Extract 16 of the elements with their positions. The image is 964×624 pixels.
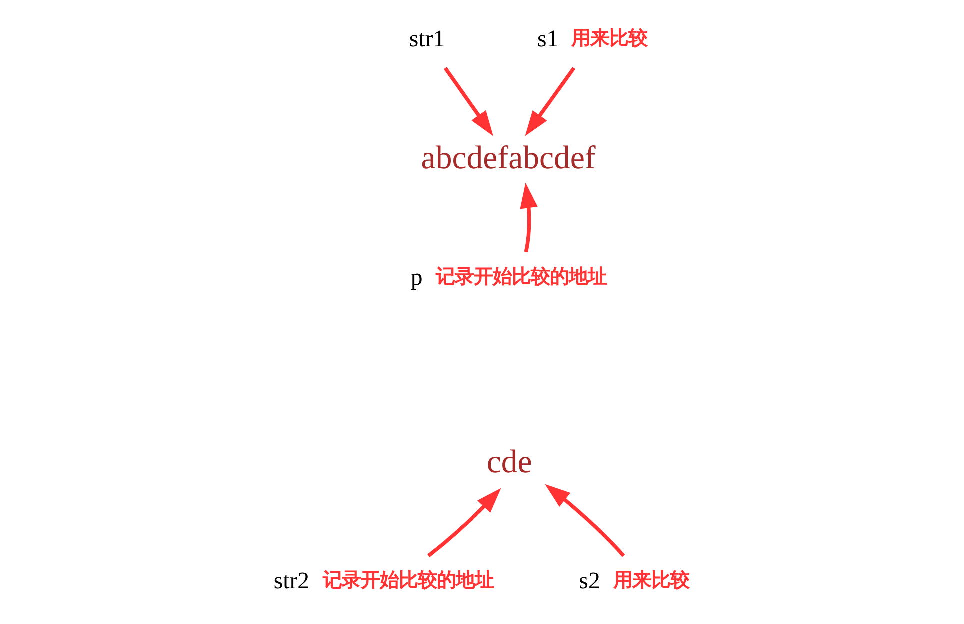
node-label: 记录开始比较的地址 [323, 568, 494, 592]
arrow [520, 182, 538, 252]
node-label: 记录开始比较的地址 [436, 264, 608, 288]
arrow [444, 67, 494, 136]
node-label: 用来比较 [613, 568, 690, 592]
node-text: str2 [274, 568, 310, 595]
arrow [545, 484, 626, 558]
arrow [428, 488, 502, 558]
node-text: p [410, 264, 423, 291]
node-text: cde [486, 444, 532, 480]
node-text: s1 [537, 26, 559, 53]
node-text: str1 [409, 26, 446, 53]
node-text: abcdefabcdef [421, 140, 596, 176]
node-label: 用来比较 [572, 26, 648, 50]
arrow [525, 67, 576, 136]
node-text: s2 [579, 568, 600, 595]
